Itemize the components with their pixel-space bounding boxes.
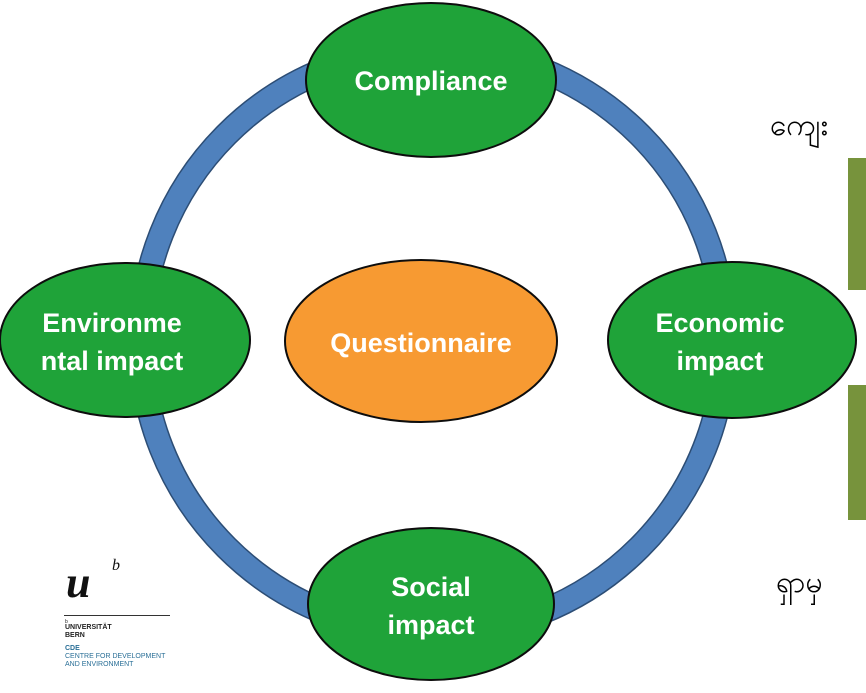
logo-cde: CDE bbox=[65, 645, 80, 652]
node-economic-label-line-2: impact bbox=[676, 346, 763, 376]
side-text-line-4: ရှာမှ bbox=[776, 565, 823, 600]
logo-university-line-2: BERN bbox=[65, 632, 85, 639]
logo-centre-line-2: AND ENVIRONMENT bbox=[65, 661, 134, 668]
logo-u-mark: u bbox=[66, 558, 91, 607]
node-compliance: Compliance bbox=[305, 2, 557, 158]
logo-b-superscript: b bbox=[112, 557, 120, 574]
node-economic-label-line-1: Economic bbox=[655, 308, 784, 338]
logo-university-line-1: UNIVERSITÄT bbox=[65, 624, 112, 631]
node-environmental-label-line-1: Environme bbox=[42, 308, 182, 338]
node-economic-impact: Economic impact bbox=[607, 261, 857, 419]
logo-divider bbox=[64, 615, 170, 616]
university-bern-logo: u b b UNIVERSITÄT BERN CDE CENTRE FOR DE… bbox=[34, 555, 184, 690]
logo-small-b: b bbox=[65, 619, 68, 625]
node-social-label-line-2: impact bbox=[387, 610, 474, 640]
node-social-impact: Social impact bbox=[307, 527, 555, 681]
green-block-bottom bbox=[848, 385, 866, 520]
logo-centre-line-1: CENTRE FOR DEVELOPMENT bbox=[65, 653, 166, 660]
side-text-line-1: ကျေး bbox=[770, 108, 829, 143]
node-environmental-label-line-2: ntal impact bbox=[41, 346, 184, 376]
green-block-top bbox=[848, 158, 866, 290]
node-questionnaire: Questionnaire bbox=[284, 259, 558, 423]
node-compliance-label: Compliance bbox=[354, 66, 507, 96]
node-environmental-impact: Environme ntal impact bbox=[0, 262, 251, 418]
node-social-label-line-1: Social bbox=[391, 572, 471, 602]
node-questionnaire-label: Questionnaire bbox=[330, 328, 512, 358]
